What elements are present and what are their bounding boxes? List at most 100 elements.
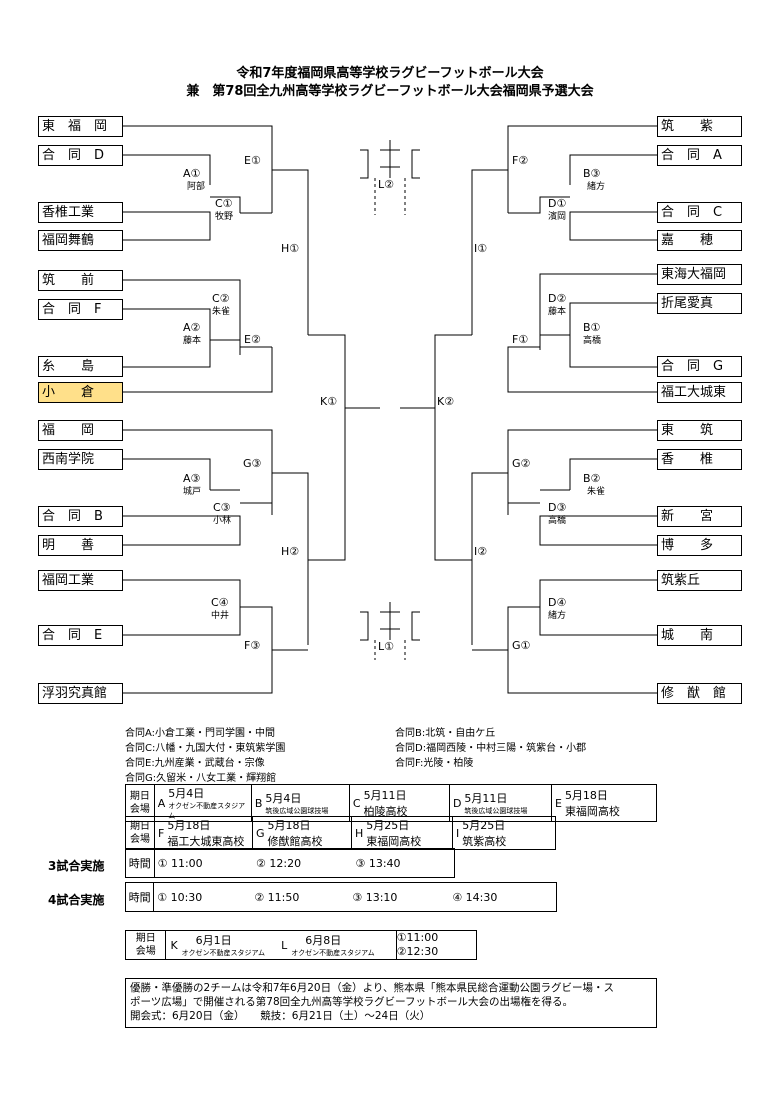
referee-B2: 朱雀 (587, 487, 606, 497)
team-right-4: 嘉 穂 (657, 230, 742, 251)
match-B1: B① (583, 321, 601, 334)
team-right-7: 合 同 G (657, 356, 742, 377)
team-left-3: 香椎工業 (38, 202, 123, 223)
venue-H-date: 5月25日 (366, 819, 410, 832)
final-hdr-date: 期日 (135, 933, 156, 944)
time-label-3: 時間 (125, 848, 155, 878)
venue-E-date: 5月18日 (564, 789, 608, 802)
match-G1: G① (512, 639, 531, 652)
team-left-5: 筑 前 (38, 270, 123, 291)
team-right-11: 新 宮 (657, 506, 742, 527)
venue-C-venue: 柏陵高校 (363, 805, 408, 818)
team-right-6: 折尾愛真 (657, 293, 742, 314)
match-C2: C② (212, 292, 230, 305)
match-D2: D② (548, 292, 567, 305)
match-A2: A② (183, 321, 201, 334)
team-left-9: 福 岡 (38, 420, 123, 441)
venue-K-venue: オクゼン不動産スタジアム (181, 949, 266, 957)
time4-2: ② 11:50 (251, 882, 350, 912)
team-right-5: 東海大福岡 (657, 264, 742, 285)
goudou-G: 合同G:久留米・八女工業・輝翔館 (125, 773, 277, 784)
match-D4: D④ (548, 596, 567, 609)
team-left-2: 合 同 D (38, 145, 123, 166)
team-left-10: 西南学院 (38, 449, 123, 470)
hdr-date: 期日 (129, 791, 150, 802)
match-E2: E② (244, 333, 261, 346)
times-three: 時間 ① 11:00 ② 12:20 ③ 13:40 (125, 848, 657, 878)
team-left-8-highlighted: 小 倉 (38, 382, 123, 403)
time3-2: ② 12:20 (253, 848, 353, 878)
venue-F-venue: 福工大城東高校 (167, 835, 245, 848)
time4-4: ④ 14:30 (449, 882, 558, 912)
venue-L-date: 6月8日 (305, 934, 342, 947)
team-right-3: 合 同 C (657, 202, 742, 223)
goudou-D: 合同D:福岡西陵・中村三陽・筑紫台・小郡 (395, 743, 587, 754)
team-left-15: 浮羽究真館 (38, 683, 123, 704)
match-H2: H② (281, 545, 300, 558)
venue-K-letter: K (170, 938, 178, 952)
title-line-2: 兼 第78回全九州高等学校ラグビーフットボール大会福岡県予選大会 (186, 84, 594, 99)
venue-B-venue: 筑後広域公園球技場 (265, 807, 329, 815)
team-right-10: 香 椎 (657, 449, 742, 470)
match-B3: B③ (583, 167, 601, 180)
bracket-lines (123, 125, 657, 694)
goudou-B: 合同B:北筑・自由ケ丘 (395, 728, 496, 739)
venue-D-venue: 筑後広域公園球技場 (464, 807, 528, 815)
footer-line-3: 開会式：6月20日（金） 競技：6月21日（土）～24日（火） (130, 1010, 431, 1022)
footer-line-1: 優勝・準優勝の2チームは令和7年6月20日（金）より、熊本県「熊本県民総合運動公… (130, 982, 614, 994)
final-hdr-venue: 会場 (135, 946, 156, 957)
match-I2: I② (474, 545, 488, 558)
referee-B3: 緒方 (587, 182, 606, 192)
venue-C-date: 5月11日 (363, 789, 407, 802)
match-C1: C① (215, 197, 233, 210)
referee-D4: 緒方 (548, 611, 567, 621)
time4-1: ① 10:30 (153, 882, 252, 912)
venue-C-letter: C (352, 796, 361, 810)
venue-G-venue: 修猷館高校 (267, 835, 323, 848)
team-left-4: 福岡舞鶴 (38, 230, 123, 251)
match-K1: K① (320, 395, 338, 408)
referee-C3: 小林 (213, 516, 232, 526)
team-left-12: 明 善 (38, 535, 123, 556)
venue-D-letter: D (452, 796, 462, 810)
match-L1: L① (378, 640, 394, 653)
venue-F-date: 5月18日 (167, 819, 211, 832)
venue-D-date: 5月11日 (464, 792, 508, 805)
venue-I-venue: 筑紫高校 (462, 835, 507, 848)
match-I1: I① (474, 242, 488, 255)
time3-3: ③ 13:40 (352, 848, 455, 878)
team-left-13: 福岡工業 (38, 570, 123, 591)
match-A1: A① (183, 167, 201, 180)
match-C4: C④ (211, 596, 229, 609)
venue-I-date: 5月25日 (462, 819, 506, 832)
venue-A-letter: A (157, 796, 166, 810)
team-right-1: 筑 紫 (657, 116, 742, 137)
venue-E-letter: E (554, 796, 562, 810)
times-four: 時間 ① 10:30 ② 11:50 ③ 13:10 ④ 14:30 (124, 882, 558, 912)
venue-B-letter: B (254, 796, 263, 810)
venue-K-date: 6月1日 (195, 934, 232, 947)
goudou-E: 合同E:九州産業・武蔵台・宗像 (125, 758, 265, 769)
time3-1: ① 11:00 (153, 848, 254, 878)
referee-B1: 高橋 (583, 336, 602, 346)
match-E1: E① (244, 154, 261, 167)
match-G3: G③ (243, 457, 262, 470)
team-left-7: 糸 島 (38, 356, 123, 377)
footer-line-2: ポーツ広場」で開催される第78回全九州高等学校ラグビーフットボール大会の出場権を… (130, 996, 574, 1008)
referee-D1: 濱岡 (548, 212, 567, 222)
match-D1: D① (548, 197, 567, 210)
team-right-9: 東 筑 (657, 420, 742, 441)
referee-D2: 藤本 (548, 307, 567, 317)
team-left-11: 合 同 B (38, 506, 123, 527)
match-L2: L② (378, 178, 394, 191)
team-right-15: 修 猷 館 (657, 683, 742, 704)
referee-C4: 中井 (211, 611, 230, 621)
four-games-label: 4試合実施 (48, 893, 105, 907)
team-left-6: 合 同 F (38, 299, 123, 320)
footer-note: 優勝・準優勝の2チームは令和7年6月20日（金）より、熊本県「熊本県民総合運動公… (125, 978, 657, 1028)
goudou-C: 合同C:八幡・九国大付・東筑紫学園 (125, 743, 286, 754)
hdr-venue-2: 会場 (130, 834, 150, 845)
